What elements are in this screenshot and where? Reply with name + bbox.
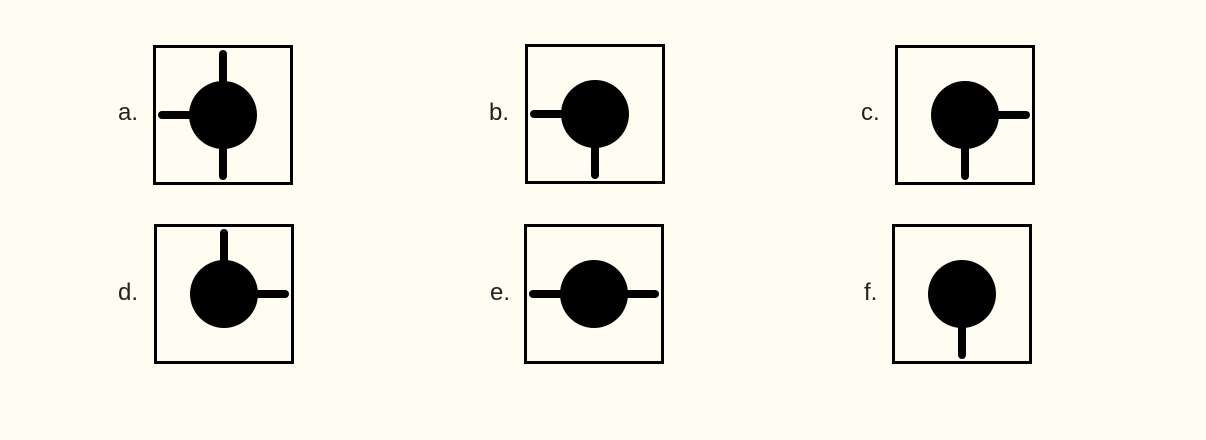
figure-box [153, 45, 293, 185]
disc [560, 260, 628, 328]
figure-glyph [931, 81, 1030, 180]
figure-box [895, 45, 1035, 185]
option-label: a. [118, 99, 139, 126]
option-label: c. [861, 99, 880, 126]
option-label: e. [490, 279, 511, 306]
disc [190, 260, 258, 328]
figure-glyph [529, 260, 659, 328]
option-label: b. [489, 99, 510, 126]
figure-box [524, 224, 664, 364]
disc [928, 260, 996, 328]
figure-glyph [928, 260, 996, 359]
disc [931, 81, 999, 149]
figure-glyph [158, 50, 257, 180]
figure-glyph [190, 229, 289, 328]
option-label: f. [864, 279, 878, 306]
figure-box [892, 224, 1032, 364]
disc [189, 81, 257, 149]
option-label: d. [118, 279, 139, 306]
figure-glyph [530, 80, 629, 179]
figure-box [154, 224, 294, 364]
figure-box [525, 44, 665, 184]
disc [561, 80, 629, 148]
